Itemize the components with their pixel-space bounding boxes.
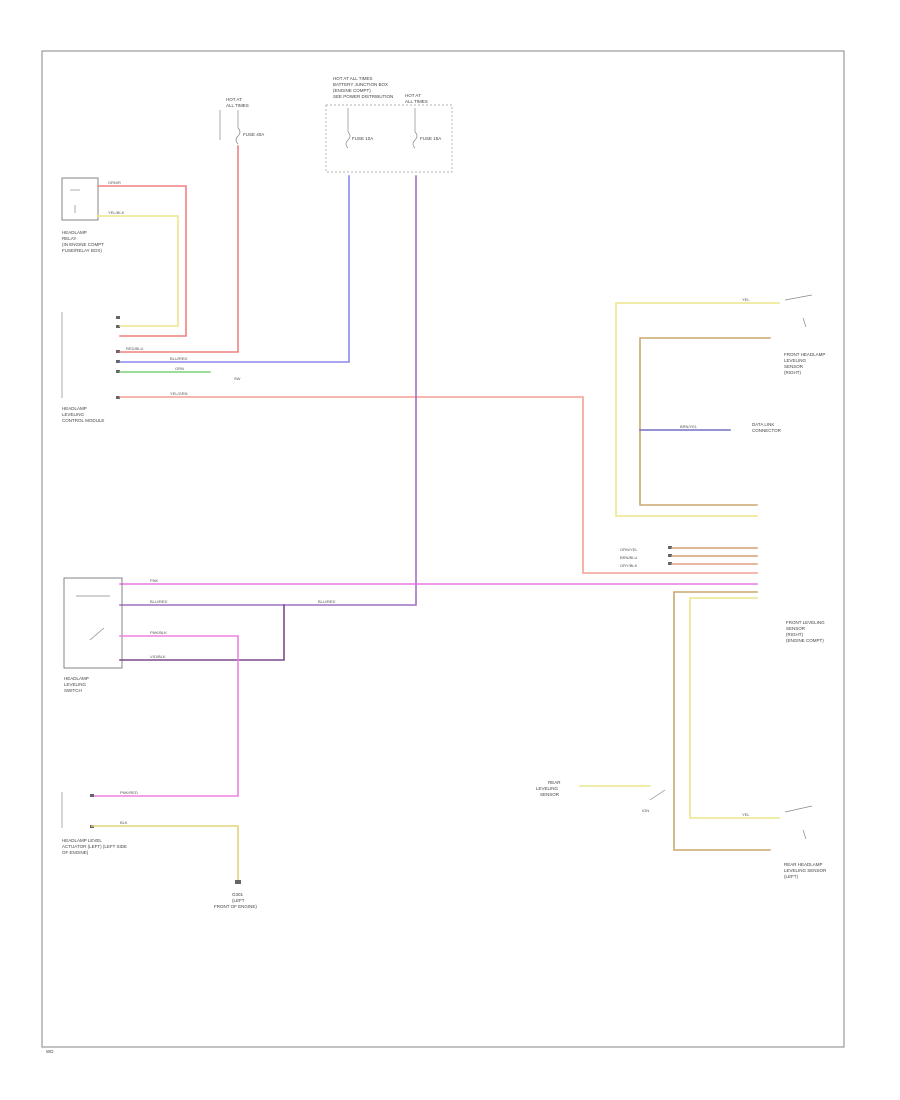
- wire-blue-fuse: [119, 175, 350, 363]
- wire-label-6: YEL/GRN: [170, 391, 188, 396]
- front-headlamp-leveling-sensor: FRONT HEADLAMP LEVELING SENSOR (RIGHT) D…: [615, 294, 825, 517]
- wire-label-5: GRN: [175, 366, 184, 371]
- module-label-3: CONTROL MODULE: [62, 418, 104, 423]
- diagram-frame: [41, 50, 845, 1048]
- headlamp-relay-label-3: (IN ENGINE COMPT: [62, 242, 104, 247]
- wire-tan-right-top: [639, 337, 771, 506]
- left-actuator-label-3: OF ENGINE): [62, 850, 89, 855]
- wire-yellow-right-low: [689, 597, 780, 819]
- right-top-label-2: LEVELING: [784, 358, 807, 363]
- left-actuator-label-1: HEADLAMP LEVEL: [62, 838, 102, 843]
- left-actuator-bottom-label-2: LEVELING SENSOR: [784, 868, 827, 873]
- sensor-module-label-1: REAR: [548, 780, 561, 785]
- wire-label-13: BLK: [120, 820, 128, 825]
- wire-label-2: YEL/BLK: [108, 210, 125, 215]
- left-actuator-label-2: ACTUATOR (LEFT) (LEFT SIDE: [62, 844, 127, 849]
- sw-label: SW: [234, 376, 241, 381]
- headlamp-relay-label-4: FUSE/RELAY BOX): [62, 248, 102, 253]
- wire-yellow-right-top: [615, 302, 780, 517]
- data-link-label-1: DATA LINK: [752, 422, 774, 427]
- headlamp-level-actuator-left: HEADLAMP LEVEL ACTUATOR (LEFT) (LEFT SID…: [61, 792, 127, 855]
- battery-junction-box: HOT AT ALL TIMES BATTERY JUNCTION BOX (E…: [325, 76, 453, 173]
- wire-yellow-ground: [91, 825, 239, 881]
- left-actuator-bottom-label-3: (LEFT): [784, 874, 799, 879]
- headlamp-relay-label-2: RELAY: [62, 236, 76, 241]
- wire-tan-right-low: [673, 591, 771, 851]
- ground-label-2: (LEFT: [232, 898, 245, 903]
- ground-g301: G301 (LEFT FRONT OF ENGINE): [214, 880, 257, 909]
- fuse-top-left-label-1: HOT AT: [226, 97, 242, 102]
- module-label-1: HEADLAMP: [62, 406, 87, 411]
- headlamp-relay-label-1: HEADLAMP: [62, 230, 87, 235]
- wire-label-12: PNK/RED: [120, 790, 138, 795]
- sensor-module-label-2: LEVELING: [536, 786, 559, 791]
- wire-label-14: BRN/YEL: [680, 424, 698, 429]
- fuse-box-title-4: SEE POWER DISTRIBUTION: [333, 94, 393, 99]
- wire-red-fuse: [119, 145, 239, 353]
- right-sensor-label-1: FRONT LEVELING: [786, 620, 825, 625]
- ground-label-3: FRONT OF ENGINE): [214, 904, 257, 909]
- wire-violet-fusebox: [119, 175, 417, 606]
- wire-label-8: PNK: [150, 578, 159, 583]
- fuse-mid-label-2: ALL TIMES: [405, 99, 428, 104]
- wire-label-15: GRN/YEL: [620, 547, 638, 552]
- wire-yellow-relay: [97, 215, 179, 327]
- right-sensor-label-4: (ENGINE COMPT): [786, 638, 824, 643]
- headlamp-leveling-module: HEADLAMP LEVELING CONTROL MODULE: [61, 312, 120, 423]
- sensor-module-label-3: SENSOR: [540, 792, 560, 797]
- wire-pink-long: [119, 396, 758, 574]
- wire-label-4: BLU/RED: [170, 356, 187, 361]
- fuse-top-left: HOT AT ALL TIMES FUSE 40A: [219, 97, 264, 145]
- fuse-box-title-3: (ENGINE COMPT): [333, 88, 371, 93]
- fuse-top-left-label-2: ALL TIMES: [226, 103, 249, 108]
- wire-label-1: GRN/R: [108, 180, 121, 185]
- switch-label-1: HEADLAMP: [64, 676, 89, 681]
- wire-dark-violet: [119, 604, 285, 661]
- fuse-box-title-1: HOT AT ALL TIMES: [333, 76, 373, 81]
- page-ref: WD: [46, 1049, 54, 1054]
- data-link-label-2: CONNECTOR: [752, 428, 782, 433]
- right-sensor-label-2: SENSOR: [786, 626, 806, 631]
- ground-label-1: G301: [232, 892, 244, 897]
- fuse-mid-label-1: HOT AT: [405, 93, 421, 98]
- switch-label-3: SWITCH: [64, 688, 82, 693]
- right-top-label-1: FRONT HEADLAMP: [784, 352, 825, 357]
- module-label-2: LEVELING: [62, 412, 85, 417]
- wire-label-17: GRY/BLK: [620, 563, 638, 568]
- fuse-b-label: FUSE 10A: [352, 136, 373, 141]
- wire-label-3: RED/BLU: [126, 346, 143, 351]
- right-sensor-label-3: (RIGHT): [786, 632, 803, 637]
- fuse-a-label: FUSE 40A: [243, 132, 264, 137]
- right-top-label-3: SENSOR: [784, 364, 804, 369]
- front-leveling-sensor-right: FRONT LEVELING SENSOR (RIGHT) (ENGINE CO…: [536, 591, 827, 879]
- wire-red-relay: [97, 185, 187, 337]
- right-top-label-4: (RIGHT): [784, 370, 801, 375]
- headlamp-relay: HEADLAMP RELAY (IN ENGINE COMPT FUSE/REL…: [61, 177, 104, 253]
- wire-label-16: BRN/BLU: [620, 555, 637, 560]
- wire-label-10: VIO/BLK: [150, 654, 166, 659]
- switch-label-2: LEVELING: [64, 682, 87, 687]
- wire-label-9: BLU/RED: [150, 599, 167, 604]
- wire-label-7: YEL: [742, 297, 750, 302]
- wire-pink-switch: [91, 635, 239, 797]
- ign-label: IGN: [642, 808, 649, 813]
- left-actuator-bottom-label-1: REAR HEADLAMP: [784, 862, 823, 867]
- fuse-box-title-2: BATTERY JUNCTION BOX: [333, 82, 388, 87]
- wire-label-11: PNK/BLK: [150, 630, 167, 635]
- fuse-c-label: FUSE 15A: [420, 136, 441, 141]
- headlamp-leveling-switch: HEADLAMP LEVELING SWITCH: [63, 577, 123, 693]
- wire-label-9b: BLU/RED: [318, 599, 335, 604]
- right-connector-cluster: GRN/YEL BRN/BLU GRY/BLK: [620, 546, 758, 568]
- wire-label-7b: YEL: [742, 812, 750, 817]
